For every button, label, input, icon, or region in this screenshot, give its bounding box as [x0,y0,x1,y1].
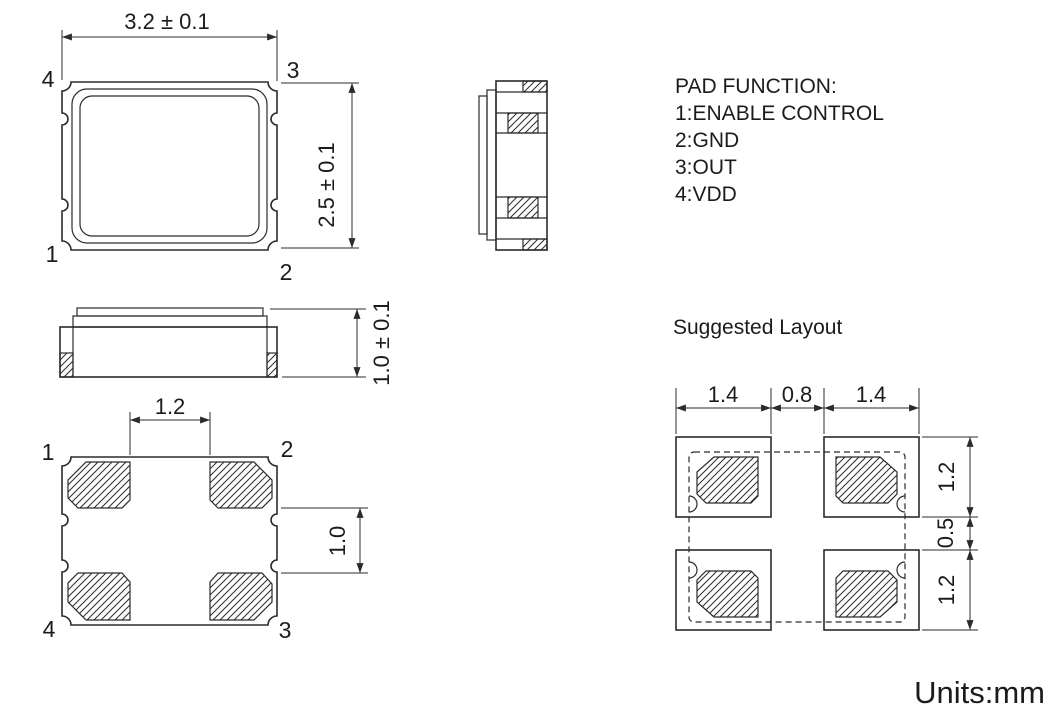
top-view-package-outline [61,81,278,251]
front-view-height-dimension: 1.0 ± 0.1 [270,300,394,386]
units-label: Units:mm [914,675,1045,710]
bottom-view-pad-spacing-label: 1.2 [155,394,186,419]
layout-notch-left-upper [688,495,698,513]
top-view-lid-edge [79,95,260,237]
layout-land-pad-bottom-left [675,549,772,631]
layout-pad-top-left [696,456,759,504]
layout-dim-right-pad-label: 1.4 [856,382,887,407]
pad-function-item-2: 2:GND [675,129,739,152]
top-view-pin1-label: 1 [46,241,59,267]
layout-package-outline [688,451,906,623]
layout-top-dimensions: 1.4 0.8 1.4 [675,382,920,434]
bottom-view-pad-spacing-dimension: 1.2 [129,394,211,455]
pad-function-title: PAD FUNCTION: [675,75,837,98]
side-view-lid-step2 [478,95,488,235]
side-view-castellation-lower [507,196,539,219]
front-view-lid-step [72,315,268,328]
side-view-body [495,80,548,251]
layout-dim-middle-gap-label: 0.5 [933,518,958,549]
bottom-view-pad-gap-label: 1.0 [325,526,350,557]
pad-function-item-3: 3:OUT [675,156,737,179]
layout-dim-bottom-pad-label: 1.2 [934,575,959,606]
layout-notch-left-lower [688,561,698,579]
top-view-pin2-label: 2 [280,259,293,285]
layout-pad-top-right [835,456,898,504]
layout-land-pad-bottom-right [823,549,920,631]
layout-dim-center-gap-label: 0.8 [782,382,813,407]
layout-land-pad-top-right [823,436,920,518]
bottom-view-pin1-label: 1 [42,439,55,465]
top-view-height-dimension: 2.5 ± 0.1 [281,82,359,249]
front-view-pad-left [59,352,74,378]
bottom-view-package-outline [61,456,278,626]
top-view-height-dim-label: 2.5 ± 0.1 [314,142,339,227]
layout-dim-left-pad-label: 1.4 [708,382,739,407]
bottom-view-pad4 [67,572,131,621]
side-view-pad-top [522,80,548,93]
bottom-view-pin3-label: 3 [279,617,292,643]
layout-notch-right-upper [896,495,906,513]
front-view-body [59,326,278,378]
bottom-view-pad3 [209,572,273,621]
layout-land-pad-top-left [675,436,772,518]
side-view-vertical [478,80,548,251]
layout-pad-bottom-right [835,570,898,618]
pad-function-legend: PAD FUNCTION: 1:ENABLE CONTROL 2:GND 3:O… [675,75,884,206]
bottom-view-pad1 [67,461,131,509]
bottom-view: 1.2 1.0 1 2 4 3 [42,394,368,643]
suggested-layout: Suggested Layout 1.4 0.8 1.4 [673,316,978,631]
bottom-view-pin2-label: 2 [281,436,294,462]
top-view-pin3-label: 3 [287,57,300,83]
top-view-pin4-label: 4 [42,66,55,92]
bottom-view-pad2 [209,461,273,509]
pad-function-item-4: 4:VDD [675,183,737,206]
front-view-pad-right [266,352,278,378]
side-view-castellation-upper [507,112,539,134]
suggested-layout-title: Suggested Layout [673,316,842,339]
front-view-height-dim-label: 1.0 ± 0.1 [369,300,394,385]
front-view-lid-top [76,307,264,317]
side-view-pad-bottom [522,238,548,251]
side-view-lid-step1 [486,89,497,241]
top-view-width-dimension: 3.2 ± 0.1 [61,9,278,81]
bottom-view-pad-gap-dimension: 1.0 [281,507,368,574]
top-view: 3.2 ± 0.1 2.5 ± 0.1 4 3 1 2 [42,9,359,285]
top-view-width-dim-label: 3.2 ± 0.1 [124,9,209,34]
bottom-view-pin4-label: 4 [43,616,56,642]
top-view-body-edge [71,88,268,244]
layout-dim-top-pad-label: 1.2 [934,462,959,493]
layout-notch-right-lower [896,561,906,579]
front-view: 1.0 ± 0.1 [59,300,394,386]
layout-pad-bottom-left [696,570,759,618]
layout-right-dimensions: 1.2 0.5 1.2 [922,436,978,631]
pad-function-item-1: 1:ENABLE CONTROL [675,102,884,125]
